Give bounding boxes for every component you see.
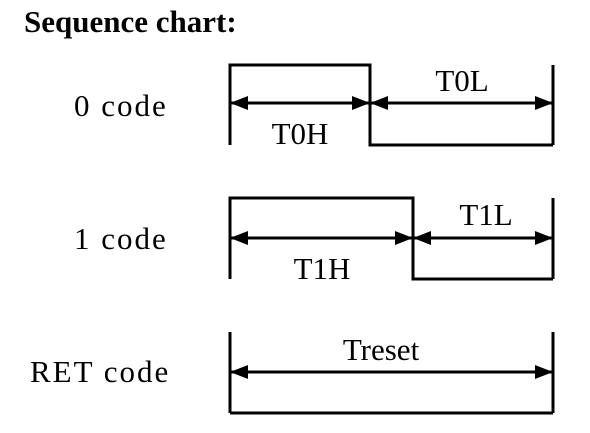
arrowhead-t1h-left [230, 231, 248, 245]
arrowhead-t0h-left [230, 96, 248, 110]
label-t0h: T0H [272, 116, 329, 151]
waveform-0-code: T0H T0L [228, 63, 555, 151]
arrowhead-t1l-left [413, 231, 431, 245]
arrowhead-t0l-left [370, 96, 388, 110]
arrowhead-t1l-right [535, 231, 553, 245]
waveform-1-code: T1H T1L [228, 196, 555, 286]
row-label-1-code: 1 code [74, 221, 168, 256]
arrowhead-t0h-right [352, 96, 370, 110]
waveform-ret-code: Treset [228, 332, 555, 415]
waveform-0-code-line [228, 63, 553, 147]
label-treset: Treset [343, 332, 420, 367]
arrowhead-t0l-right [535, 96, 553, 110]
label-t1l: T1L [459, 197, 512, 232]
arrowhead-t1h-right [395, 231, 413, 245]
arrowhead-treset-left [230, 365, 248, 379]
label-t1h: T1H [294, 251, 351, 286]
row-label-0-code: 0 code [74, 88, 168, 123]
figure-title: Sequence chart: [24, 4, 237, 39]
row-label-ret-code: RET code [30, 354, 171, 389]
label-t0l: T0L [435, 63, 488, 98]
waveform-1-code-line [228, 196, 553, 281]
arrowhead-treset-right [535, 365, 553, 379]
